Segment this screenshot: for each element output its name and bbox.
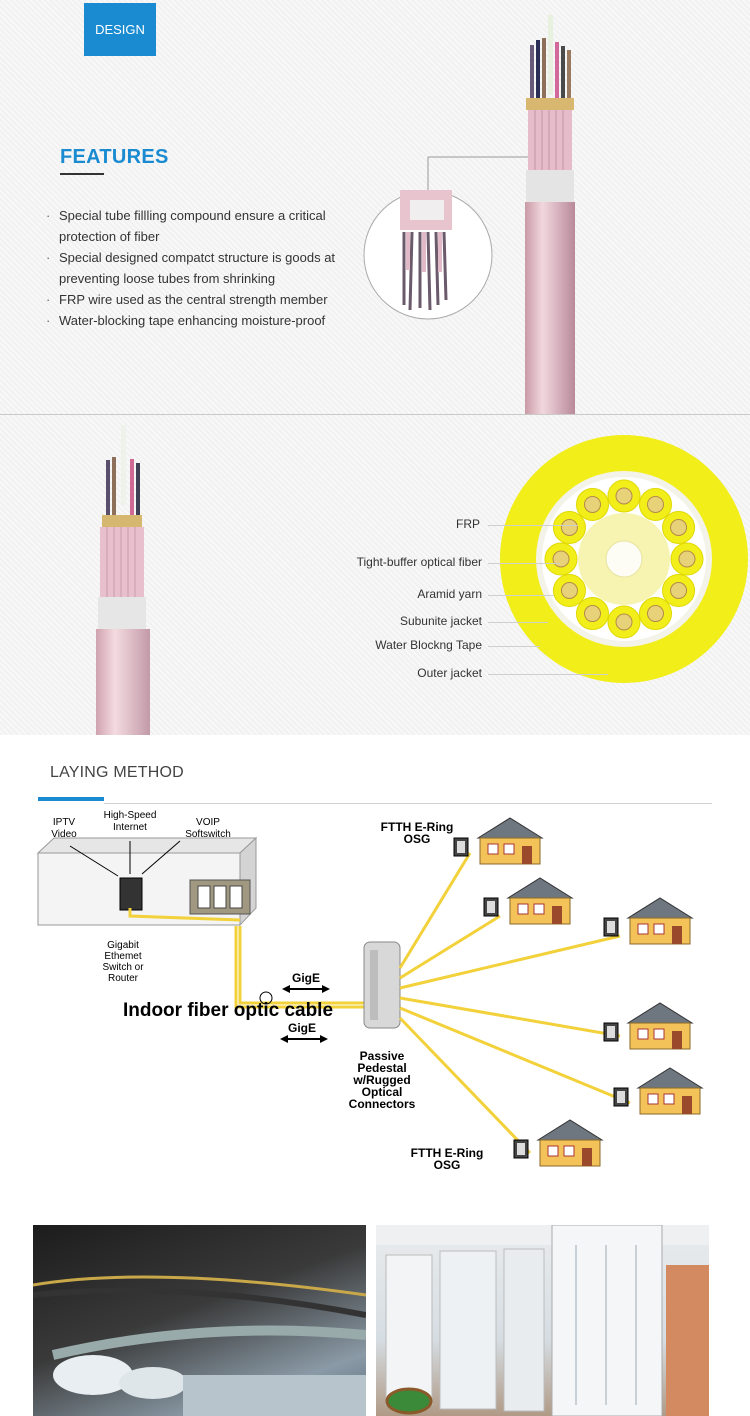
photo-ceiling-cables <box>33 1225 366 1416</box>
features-section: DESIGN FEATURES Special tube fillling co… <box>0 0 750 415</box>
label-aramid: Aramid yarn <box>417 587 482 601</box>
laying-method-title: LAYING METHOD <box>50 764 184 781</box>
features-title: FEATURES <box>60 146 169 168</box>
label-video: Video <box>51 829 77 840</box>
label-connectors: Connectors <box>349 1097 416 1111</box>
label-iptv: IPTV <box>53 817 76 828</box>
svg-text:Optical: Optical <box>362 1085 403 1099</box>
label-water-tape: Water Blockng Tape <box>375 638 482 652</box>
label-osg-top: OSG <box>404 832 431 846</box>
fiber-bundle <box>560 519 578 536</box>
feature-item: Water-blocking tape enhancing moisture-p… <box>46 310 366 331</box>
label-gige-2: GigE <box>288 1021 316 1035</box>
svg-text:Internet: Internet <box>113 822 147 833</box>
label-ethemet: Ethemet <box>104 951 141 962</box>
section-divider <box>0 414 750 415</box>
feature-item: Special designed compatct structure is g… <box>46 247 366 289</box>
cable-label: Indoor fiber optic cable <box>123 1000 333 1021</box>
svg-text:Softswitch: Softswitch <box>185 829 231 840</box>
label-internet: Internet <box>113 822 147 833</box>
label-ftth-top: FTTH E-Ring <box>381 820 454 834</box>
title-rule <box>104 803 712 804</box>
label-rugged: w/Rugged <box>352 1073 410 1087</box>
fiber-bundle <box>584 605 601 623</box>
label-ftth-bottom: FTTH E-Ring <box>411 1146 484 1160</box>
label-gigabit: Gigabit <box>107 940 139 951</box>
fiber-bundle <box>615 613 633 631</box>
laying-diagram: IPTV Video High-Speed Internet VOIP Soft… <box>36 810 704 1172</box>
label-softswitch: Softswitch <box>185 829 231 840</box>
label-tight-buffer: Tight-buffer optical fiber <box>356 555 482 569</box>
leader-line <box>488 622 548 623</box>
svg-text:GigE: GigE <box>292 971 320 985</box>
fiber-bundle <box>647 495 664 513</box>
label-gige: GigE <box>292 971 320 985</box>
fiber-bundle <box>560 582 578 599</box>
label-passive: Passive <box>360 1049 405 1063</box>
svg-text:Gigabit: Gigabit <box>107 940 139 951</box>
svg-text:Connectors: Connectors <box>349 1097 416 1111</box>
svg-text:FTTH E-Ring: FTTH E-Ring <box>411 1146 484 1160</box>
svg-text:w/Rugged: w/Rugged <box>352 1073 410 1087</box>
label-voip: VOIP <box>196 817 220 828</box>
switch-icon <box>119 877 143 911</box>
svg-text:GigE: GigE <box>288 1021 316 1035</box>
svg-text:Passive: Passive <box>360 1049 405 1063</box>
label-frp: FRP <box>456 517 480 531</box>
feature-item: Special tube fillling compound ensure a … <box>46 205 366 247</box>
svg-text:Video: Video <box>51 829 77 840</box>
cross-section-diagram <box>500 435 748 683</box>
house-icon <box>513 1119 604 1167</box>
svg-text:Router: Router <box>108 973 139 984</box>
fiber-bundle <box>678 550 696 568</box>
fiber-bundle <box>670 582 688 599</box>
photo-server-room <box>376 1225 709 1416</box>
svg-text:VOIP: VOIP <box>196 817 220 828</box>
leader-line <box>488 595 554 596</box>
house-icon <box>613 1067 704 1115</box>
label-router: Router <box>108 973 139 984</box>
fiber-bundle <box>584 495 601 513</box>
leader-line <box>488 674 608 675</box>
design-tag: DESIGN <box>84 3 156 56</box>
leader-line <box>488 525 578 526</box>
label-outer-jacket: Outer jacket <box>417 666 482 680</box>
house-icon <box>603 1002 694 1050</box>
leader-line <box>488 646 540 647</box>
cable-image-2 <box>96 425 150 735</box>
features-list: Special tube fillling compound ensure a … <box>46 205 366 331</box>
svg-text:Switch or: Switch or <box>102 962 144 973</box>
fiber-bundle <box>552 550 570 568</box>
title-accent <box>38 797 104 801</box>
fiber-bundle <box>647 605 664 623</box>
leader-line <box>488 563 560 564</box>
fiber-bundle <box>670 519 688 536</box>
svg-text:Indoor fiber optic cable: Indoor fiber optic cable <box>123 1000 333 1021</box>
label-switch-or: Switch or <box>102 962 144 973</box>
svg-text:OSG: OSG <box>404 832 431 846</box>
house-icon <box>453 817 544 865</box>
house-icon <box>483 877 574 925</box>
svg-text:Ethemet: Ethemet <box>104 951 141 962</box>
features-underline <box>60 173 104 175</box>
svg-text:OSG: OSG <box>434 1158 461 1172</box>
house-icon <box>603 897 694 945</box>
svg-text:IPTV: IPTV <box>53 817 76 828</box>
svg-text:FTTH E-Ring: FTTH E-Ring <box>381 820 454 834</box>
label-pedestal: Pedestal <box>357 1061 406 1075</box>
label-subunit: Subunite jacket <box>399 614 482 628</box>
structure-section: FRP Tight-buffer optical fiber Aramid ya… <box>0 415 750 735</box>
fiber-bundle <box>615 487 633 505</box>
label-high-speed: High-Speed <box>104 810 157 821</box>
feature-item: FRP wire used as the central strength me… <box>46 289 366 310</box>
svg-text:High-Speed: High-Speed <box>104 810 157 821</box>
cable-image <box>363 15 575 415</box>
label-optical: Optical <box>362 1085 403 1099</box>
label-osg-bottom: OSG <box>434 1158 461 1172</box>
svg-text:Pedestal: Pedestal <box>357 1061 406 1075</box>
pedestal-icon <box>363 941 401 1029</box>
